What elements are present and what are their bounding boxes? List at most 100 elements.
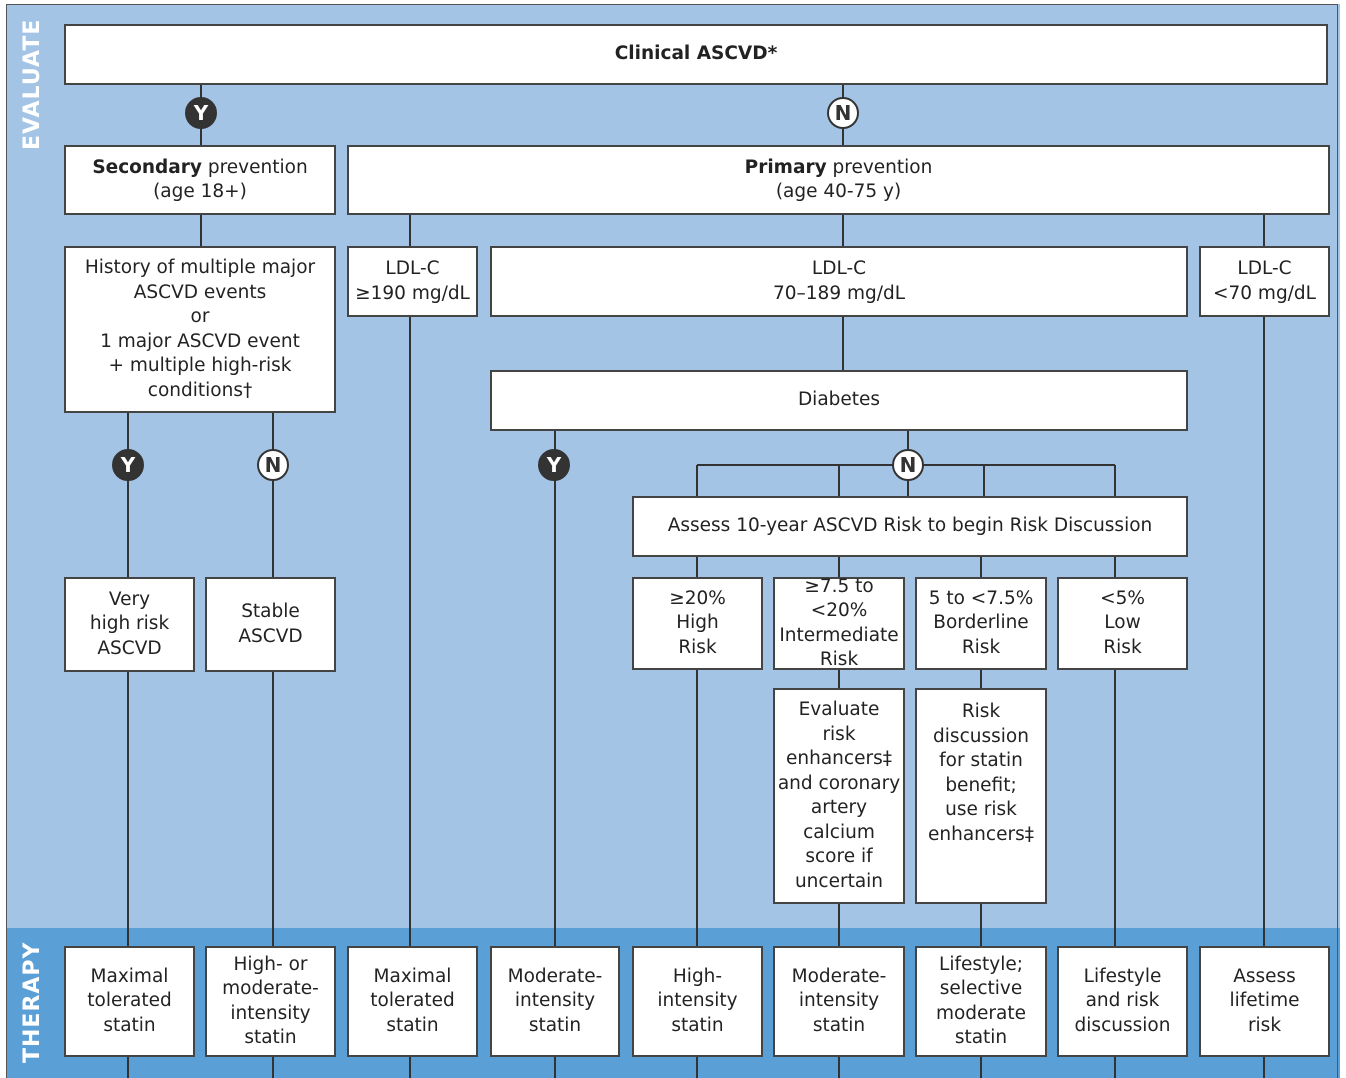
- risk-discussion-line: discussion: [933, 725, 1029, 747]
- very-high-risk-box: Very high risk ASCVD: [64, 577, 195, 672]
- risk-discussion-line: for statin: [939, 750, 1023, 771]
- borderline-risk-box: 5 to <7.5% Borderline Risk: [915, 577, 1047, 670]
- assess-risk-box: Assess 10-year ASCVD Risk to begin Risk …: [632, 496, 1188, 557]
- risk-discussion-line: enhancers‡: [928, 823, 1034, 845]
- intermediate-risk-line: Risk: [819, 649, 859, 670]
- primary-rest: prevention: [826, 156, 933, 178]
- ldl-190-line: ≥190 mg/dL: [355, 282, 470, 304]
- enhancers-line: enhancers‡: [786, 748, 892, 769]
- therapy-line: Moderate-: [791, 965, 887, 987]
- ldl-mid-line: 70–189 mg/dL: [772, 282, 906, 304]
- therapy-line: and risk: [1085, 990, 1160, 1012]
- therapy-lifestyle-risk-discussion: Lifestyle and risk discussion: [1057, 946, 1188, 1057]
- therapy-line: risk: [1247, 1014, 1282, 1036]
- therapy-line: tolerated: [87, 990, 172, 1012]
- therapy-line: High-: [672, 965, 723, 987]
- therapy-moderate-statin-1: Moderate- intensity statin: [490, 946, 620, 1057]
- therapy-line: intensity: [798, 990, 880, 1012]
- low-risk-line: Low: [1104, 612, 1141, 634]
- stable-ascvd-line: ASCVD: [238, 625, 303, 647]
- therapy-assess-lifetime-risk: Assess lifetime risk: [1199, 946, 1330, 1057]
- therapy-line: Moderate-: [507, 965, 603, 987]
- low-risk-line: <5%: [1100, 587, 1145, 609]
- enhancers-line: Evaluate: [798, 699, 880, 720]
- therapy-line: High- or: [233, 953, 308, 975]
- risk-discussion-line: Risk: [961, 701, 1001, 722]
- clinical-ascvd-box: Clinical ASCVD*: [64, 24, 1328, 85]
- enhancers-line: risk: [822, 723, 856, 745]
- risk-discussion-line: use risk: [945, 799, 1017, 820]
- enhancers-line: calcium: [803, 821, 875, 843]
- therapy-high-or-moderate-statin: High- or moderate- intensity statin: [205, 946, 336, 1057]
- primary-prevention-box: Primary prevention (age 40-75 y): [347, 145, 1330, 215]
- ldl-low-line: <70 mg/dL: [1213, 282, 1316, 304]
- decision-no-diabetes: N: [892, 449, 924, 481]
- history-line: ASCVD events: [133, 281, 267, 303]
- therapy-moderate-statin-2: Moderate- intensity statin: [773, 946, 905, 1057]
- history-line: 1 major ASCVD event: [100, 330, 300, 352]
- ldl-190-line: LDL-C: [385, 258, 440, 279]
- therapy-line: lifetime: [1229, 990, 1300, 1012]
- secondary-prevention-box: Secondary prevention (age 18+): [64, 145, 336, 215]
- assess-risk-label: Assess 10-year ASCVD Risk to begin Risk …: [667, 515, 1153, 537]
- therapy-line: Maximal: [90, 965, 169, 987]
- high-risk-line: Risk: [678, 636, 717, 658]
- therapy-maximal-statin-2: Maximal tolerated statin: [347, 946, 478, 1057]
- therapy-line: statin: [244, 1027, 297, 1048]
- stable-ascvd-line: Stable: [241, 601, 300, 622]
- ldl-low-line: LDL-C: [1237, 258, 1292, 279]
- therapy-line: discussion: [1074, 1014, 1171, 1036]
- therapy-line: Maximal: [373, 965, 452, 987]
- ldl-70-189-box: LDL-C 70–189 mg/dL: [490, 246, 1188, 317]
- clinical-ascvd-label: Clinical ASCVD*: [614, 43, 778, 65]
- high-risk-box: ≥20% High Risk: [632, 577, 763, 670]
- therapy-line: selective: [939, 978, 1023, 999]
- decision-yes-diabetes: Y: [538, 449, 570, 481]
- ldl-190-box: LDL-C ≥190 mg/dL: [347, 246, 478, 317]
- enhancers-line: and coronary: [777, 772, 901, 794]
- therapy-line: moderate: [935, 1002, 1027, 1024]
- decision-no-ascvd: N: [827, 97, 859, 129]
- history-line: History of multiple major: [84, 257, 316, 278]
- borderline-risk-line: Risk: [961, 636, 1001, 658]
- therapy-high-intensity-statin: High- intensity statin: [632, 946, 763, 1057]
- history-line: + multiple high-risk: [108, 355, 292, 376]
- borderline-risk-line: Borderline: [933, 612, 1029, 634]
- history-line: conditions†: [147, 379, 253, 401]
- primary-age: (age 40-75 y): [775, 181, 902, 202]
- secondary-bold: Secondary: [92, 156, 202, 178]
- intermediate-risk-line: ≥7.5 to <20%: [804, 575, 874, 622]
- low-risk-line: Risk: [1103, 636, 1142, 658]
- therapy-line: moderate-: [222, 978, 319, 999]
- enhancers-line: score if: [805, 846, 873, 867]
- therapy-line: statin: [671, 1014, 724, 1036]
- very-high-risk-line: high risk: [89, 613, 170, 635]
- primary-bold: Primary: [744, 156, 827, 178]
- decision-yes-history: Y: [112, 449, 144, 481]
- therapy-line: statin: [528, 1014, 582, 1036]
- therapy-line: statin: [386, 1014, 439, 1036]
- therapy-maximal-statin-1: Maximal tolerated statin: [64, 946, 195, 1057]
- therapy-line: intensity: [230, 1002, 311, 1024]
- therapy-line: statin: [954, 1027, 1008, 1048]
- secondary-rest: prevention: [201, 156, 308, 178]
- therapy-line: intensity: [514, 990, 596, 1012]
- decision-no-history: N: [257, 449, 289, 481]
- enhancers-line: artery: [810, 797, 868, 818]
- very-high-risk-line: ASCVD: [97, 637, 162, 659]
- history-line: or: [190, 306, 210, 327]
- diabetes-box: Diabetes: [490, 370, 1188, 431]
- diabetes-label: Diabetes: [797, 389, 881, 411]
- ldl-mid-line: LDL-C: [811, 258, 867, 279]
- therapy-line: intensity: [657, 990, 738, 1012]
- therapy-line: Lifestyle;: [939, 953, 1023, 975]
- therapy-lifestyle-selective-statin: Lifestyle; selective moderate statin: [915, 946, 1047, 1057]
- high-risk-line: ≥20%: [669, 587, 726, 609]
- history-box: History of multiple major ASCVD events o…: [64, 246, 336, 413]
- risk-discussion-line: benefit;: [945, 774, 1017, 796]
- ldl-under-70-box: LDL-C <70 mg/dL: [1199, 246, 1330, 317]
- intermediate-risk-box: ≥7.5 to <20% Intermediate Risk: [773, 575, 905, 670]
- risk-discussion-box: Risk discussion for statin benefit; use …: [915, 688, 1047, 904]
